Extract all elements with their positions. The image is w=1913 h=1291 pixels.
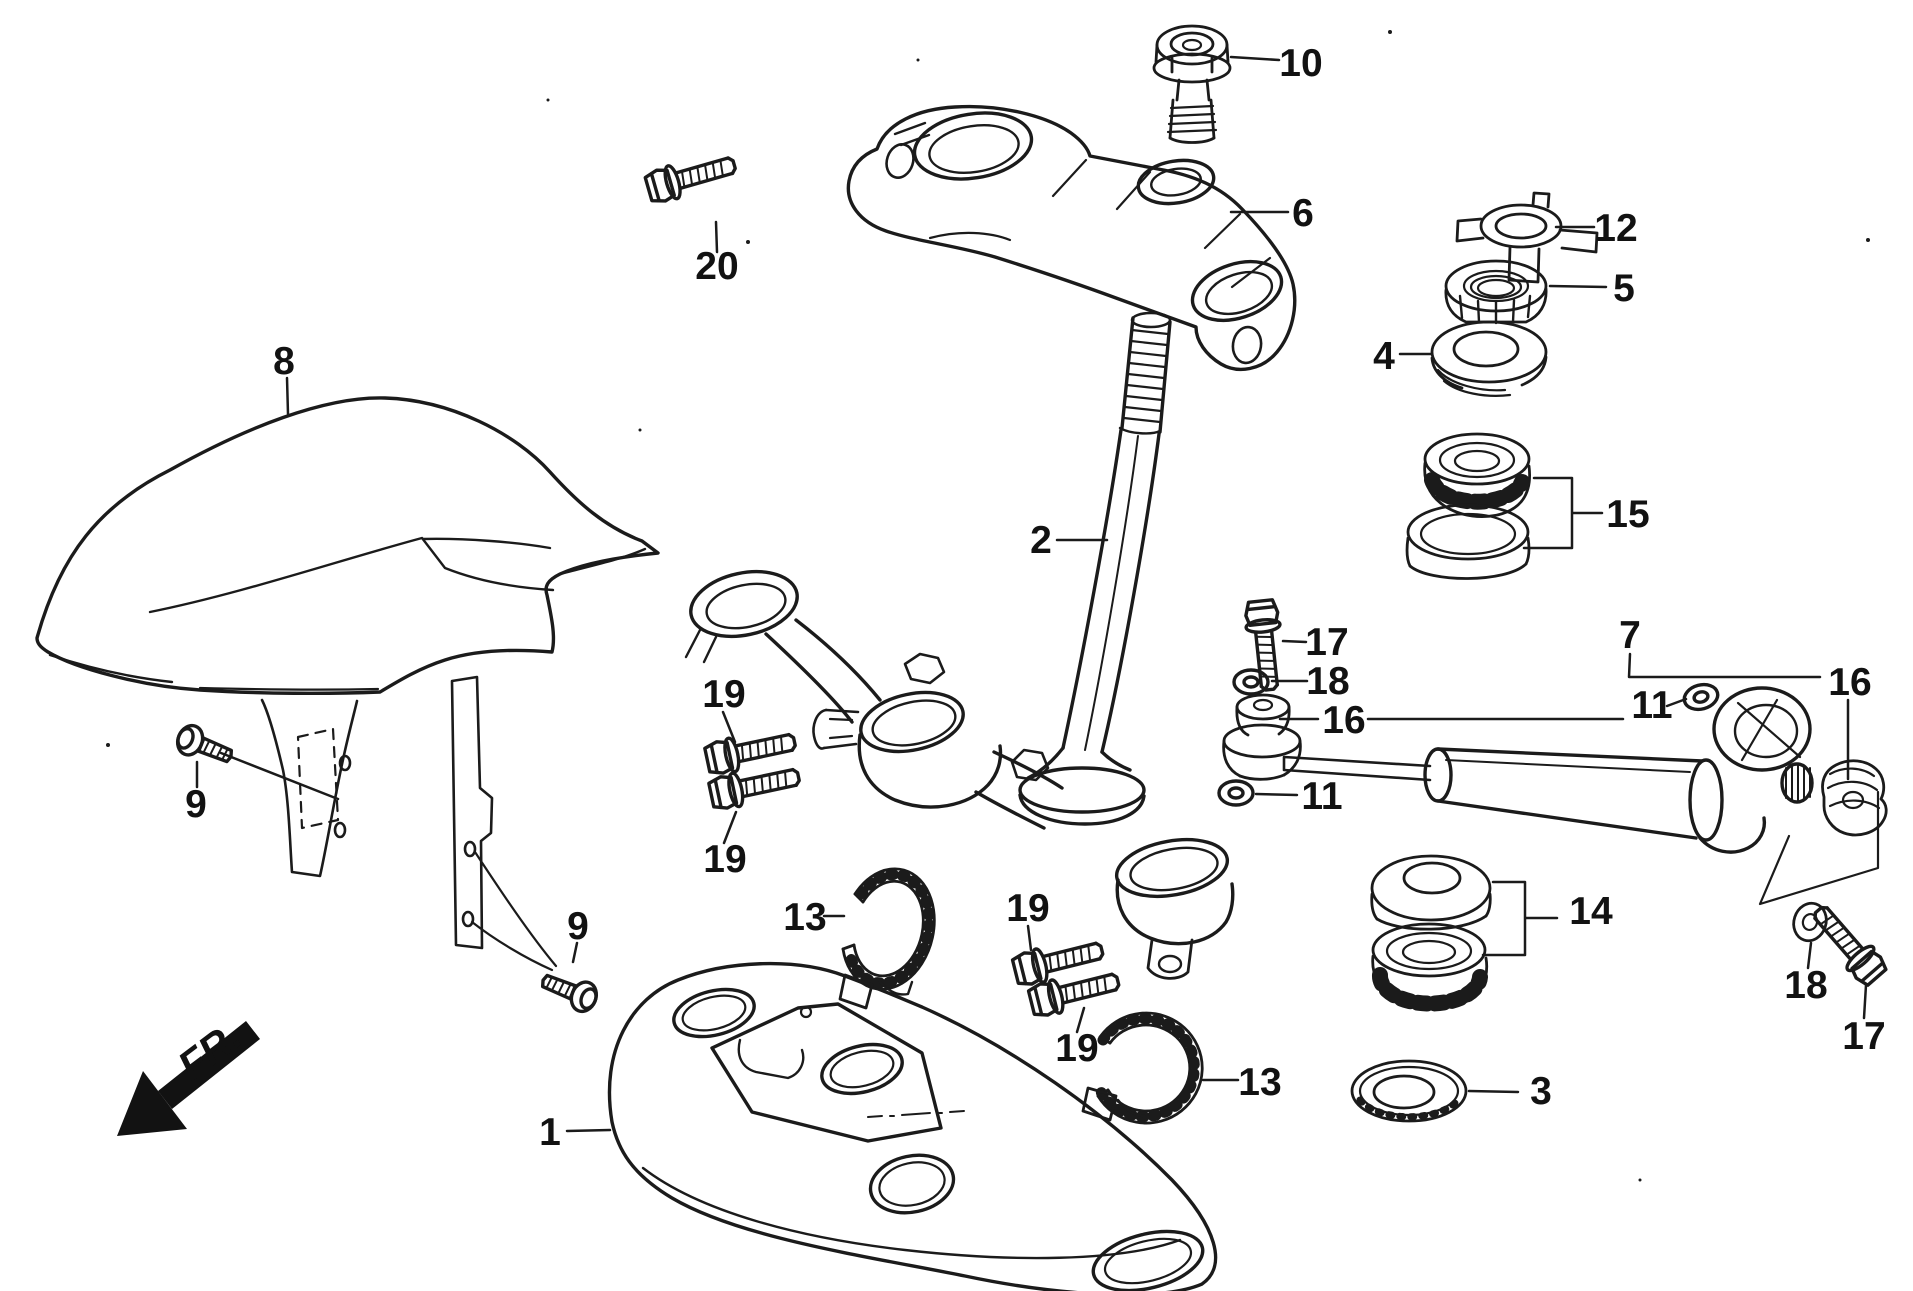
- callout-4: 4: [1373, 335, 1395, 378]
- callout-17-middle: 17: [1305, 621, 1348, 664]
- callout-19-left-lower: 19: [703, 838, 746, 881]
- callout-20: 20: [695, 245, 738, 288]
- pinch-bolt-19-a: [702, 723, 800, 779]
- callout-15: 15: [1606, 493, 1649, 536]
- band-clamp-upper: [838, 867, 936, 1010]
- fender-inner-flap: [260, 698, 359, 878]
- callout-16-right: 16: [1828, 661, 1871, 704]
- callout-8: 8: [273, 340, 295, 383]
- pinch-bolt-19-b: [706, 758, 804, 814]
- pinch-bolt-19-d: [1025, 962, 1124, 1021]
- steering-stem-bolt: [1152, 24, 1232, 144]
- callouts: 10 6 20 12 5 4 15 2 8 9 9 19 19 17 18 16…: [185, 42, 1886, 1154]
- fork-top-bridge: [846, 104, 1297, 372]
- scan-specks: [106, 30, 1870, 1182]
- callout-14: 14: [1569, 890, 1613, 933]
- callout-11-right: 11: [1631, 684, 1672, 727]
- callout-19-left-upper: 19: [702, 673, 745, 716]
- dust-seal-3: [1350, 1059, 1468, 1123]
- fender-mounting-plate: [450, 675, 558, 972]
- reference-plane-lines: [1758, 790, 1880, 906]
- callout-11-middle: 11: [1301, 775, 1342, 818]
- lower-bearing-14: [1370, 854, 1492, 1012]
- callout-13-lower: 13: [1238, 1061, 1281, 1104]
- callout-7: 7: [1619, 614, 1641, 657]
- callout-19-mid-upper: 19: [1006, 887, 1049, 930]
- screw-9-left: [171, 720, 239, 773]
- dished-washer-4: [1430, 320, 1548, 397]
- callout-5: 5: [1613, 267, 1635, 310]
- callout-18-middle: 18: [1306, 660, 1349, 703]
- steering-head-nut-5: [1444, 259, 1548, 325]
- damper-bushing-16-right: [1821, 759, 1888, 837]
- callout-13-upper: 13: [783, 896, 826, 939]
- fr-direction-arrow: FR.: [117, 1013, 260, 1136]
- washer-18-bottom-right: [1792, 901, 1828, 943]
- lock-washer-12: [1455, 191, 1599, 284]
- bolt-20: [642, 146, 741, 208]
- steering-stem-and-bottom-bridge: [684, 311, 1235, 980]
- callout-16-middle: 16: [1322, 699, 1365, 742]
- callout-18-bottom-right: 18: [1784, 964, 1827, 1007]
- callout-3: 3: [1530, 1070, 1552, 1113]
- callout-9-right: 9: [567, 905, 589, 948]
- washer-18-middle: [1232, 668, 1270, 696]
- callout-10: 10: [1279, 42, 1322, 85]
- screw-9-right: [535, 964, 603, 1017]
- callout-2: 2: [1030, 519, 1052, 562]
- callout-17-bottom-right: 17: [1842, 1015, 1885, 1058]
- front-fender: [35, 396, 660, 696]
- leader-lines: [195, 55, 1868, 1133]
- callout-19-mid-lower: 19: [1055, 1027, 1098, 1070]
- lower-cover: [607, 961, 1218, 1291]
- steering-damper: [1282, 686, 1814, 854]
- callout-1: 1: [539, 1111, 561, 1154]
- callout-9-left: 9: [185, 783, 207, 826]
- callout-6: 6: [1292, 192, 1314, 235]
- washer-11-right: [1679, 679, 1723, 715]
- damper-bushing-16-middle: [1222, 693, 1302, 781]
- washer-11-middle: [1217, 779, 1255, 807]
- callout-12: 12: [1594, 207, 1637, 250]
- band-clamp-lower: [1081, 1011, 1204, 1125]
- upper-bearing-15: [1405, 432, 1531, 580]
